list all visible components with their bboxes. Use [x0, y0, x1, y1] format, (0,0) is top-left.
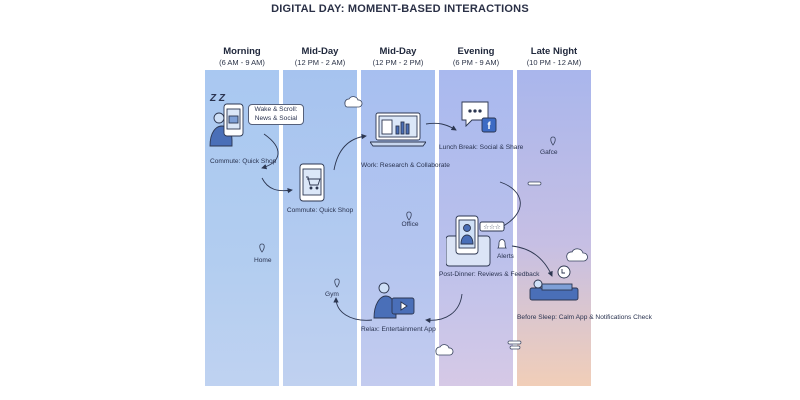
- bed-moon-icon: [529, 265, 579, 301]
- header-late-night-time: (10 PM - 12 AM): [526, 58, 582, 67]
- column-late-night: [517, 70, 591, 386]
- header-midday-2-time: (12 PM - 2 PM): [372, 58, 424, 67]
- pin-icon-office: [406, 211, 412, 221]
- arrow-lunch-to-postdinner: [499, 181, 521, 229]
- header-late-night-name: Late Night: [530, 46, 578, 57]
- arrow-relax-to-gym: [333, 297, 373, 321]
- moment-commute-midday: Commute: Quick Shop: [286, 207, 354, 214]
- place-gym: Gym: [325, 291, 339, 298]
- bell-icon: [497, 239, 507, 249]
- header-morning-name: Morning: [223, 46, 261, 57]
- shopping-phone-icon: [299, 163, 325, 202]
- person-phone-icon: [209, 103, 244, 147]
- pin-icon-gym: [334, 278, 340, 288]
- cloud-icon-3: [566, 248, 588, 262]
- header-morning: Morning (6 AM - 9 AM): [202, 46, 282, 67]
- header-midday-2-name: Mid-Day: [379, 46, 417, 57]
- dash-mark: [507, 340, 522, 345]
- header-late-night: Late Night (10 PM - 12 AM): [514, 46, 594, 67]
- cloud-icon-2: [435, 344, 454, 356]
- moment-sleep: Before Sleep: Calm App & Notifications C…: [517, 314, 652, 321]
- arrow-wake-to-commute: [261, 133, 279, 170]
- moment-lunch: Lunch Break: Social & Share: [439, 144, 524, 151]
- dash-mark: [527, 181, 542, 186]
- chat-social-icon: f: [461, 101, 497, 133]
- moment-relax: Relax: Entertainment App: [361, 326, 436, 333]
- svg-text:f: f: [487, 121, 491, 132]
- sleep-z-icon: Z Z: [210, 93, 225, 104]
- pin-icon-gafce: [550, 136, 556, 146]
- moment-postdinner: Post-Dinner: Reviews & Feedback: [439, 271, 540, 278]
- label-alerts: Alerts: [497, 253, 514, 260]
- person-entertainment-icon: [373, 282, 415, 319]
- place-gafce: Gafce: [540, 149, 558, 156]
- moment-wake: Wake & Scroll: News & Social: [248, 104, 304, 126]
- header-evening-time: (6 PM - 9 AM): [452, 58, 500, 67]
- header-midday-2: Mid-Day (12 PM - 2 PM): [358, 46, 438, 67]
- header-midday-1-time: (12 PM - 2 AM): [294, 58, 346, 67]
- arrow-postdinner-to-relax: [425, 293, 463, 324]
- arrow-commute-to-shop: [261, 177, 293, 194]
- place-office: Office: [401, 221, 419, 228]
- pin-icon-home: [259, 243, 265, 253]
- place-home: Home: [254, 257, 272, 264]
- header-midday-1: Mid-Day (12 PM - 2 AM): [280, 46, 360, 67]
- review-phone-icon: ☆☆☆: [446, 215, 505, 267]
- laptop-icon: [370, 112, 426, 147]
- header-evening-name: Evening: [457, 46, 495, 57]
- dash-mark: [509, 345, 521, 350]
- svg-text:☆☆☆: ☆☆☆: [483, 223, 501, 231]
- header-evening: Evening (6 PM - 9 AM): [436, 46, 516, 67]
- arrow-postdinner-to-sleep: [511, 245, 553, 277]
- moment-commute-morning: Commute: Quick Shop: [210, 158, 277, 165]
- diagram-title: DIGITAL DAY: MOMENT-BASED INTERACTIONS: [271, 3, 529, 15]
- moment-work: Work: Research & Collaborate: [361, 162, 450, 169]
- cloud-icon: [344, 96, 363, 108]
- header-midday-1-name: Mid-Day: [301, 46, 339, 57]
- arrow-work-to-lunch: [425, 122, 457, 131]
- arrow-shop-to-work: [333, 133, 367, 171]
- header-morning-time: (6 AM - 9 AM): [219, 58, 265, 67]
